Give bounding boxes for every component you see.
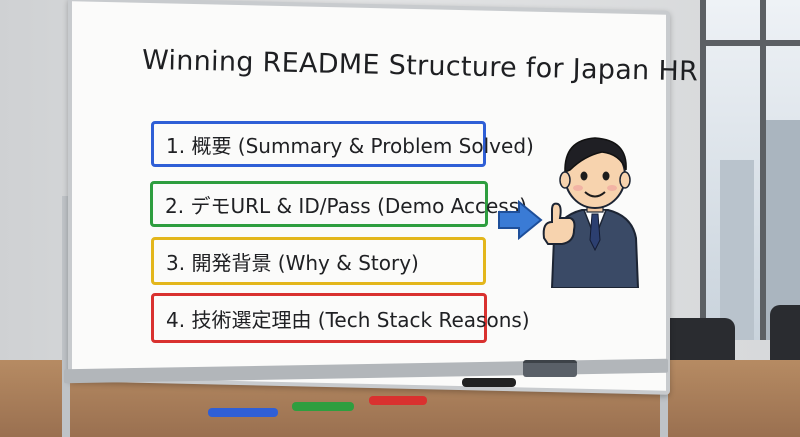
black-marker	[462, 378, 516, 387]
readme-item-summary: 1. 概要 (Summary & Problem Solved)	[151, 121, 534, 167]
office-window	[700, 0, 800, 340]
blue-marker	[208, 408, 278, 417]
readme-item-tech-stack: 4. 技術選定理由 (Tech Stack Reasons)	[151, 293, 530, 343]
board-stand-leg	[62, 196, 70, 437]
city-building	[760, 120, 800, 340]
red-marker	[369, 396, 427, 405]
window-frame	[700, 40, 800, 46]
green-marker	[292, 402, 354, 411]
whiteboard-eraser	[523, 360, 577, 377]
readme-item-background: 3. 開発背景 (Why & Story)	[151, 237, 486, 285]
readme-item-demo: 2. デモURL & ID/Pass (Demo Access)	[150, 181, 527, 227]
window-frame	[760, 0, 766, 340]
cartoon-businessman-thumbs-up	[542, 137, 640, 288]
window-frame	[700, 0, 706, 340]
city-building	[720, 160, 754, 340]
arrow-right-icon	[498, 200, 543, 240]
